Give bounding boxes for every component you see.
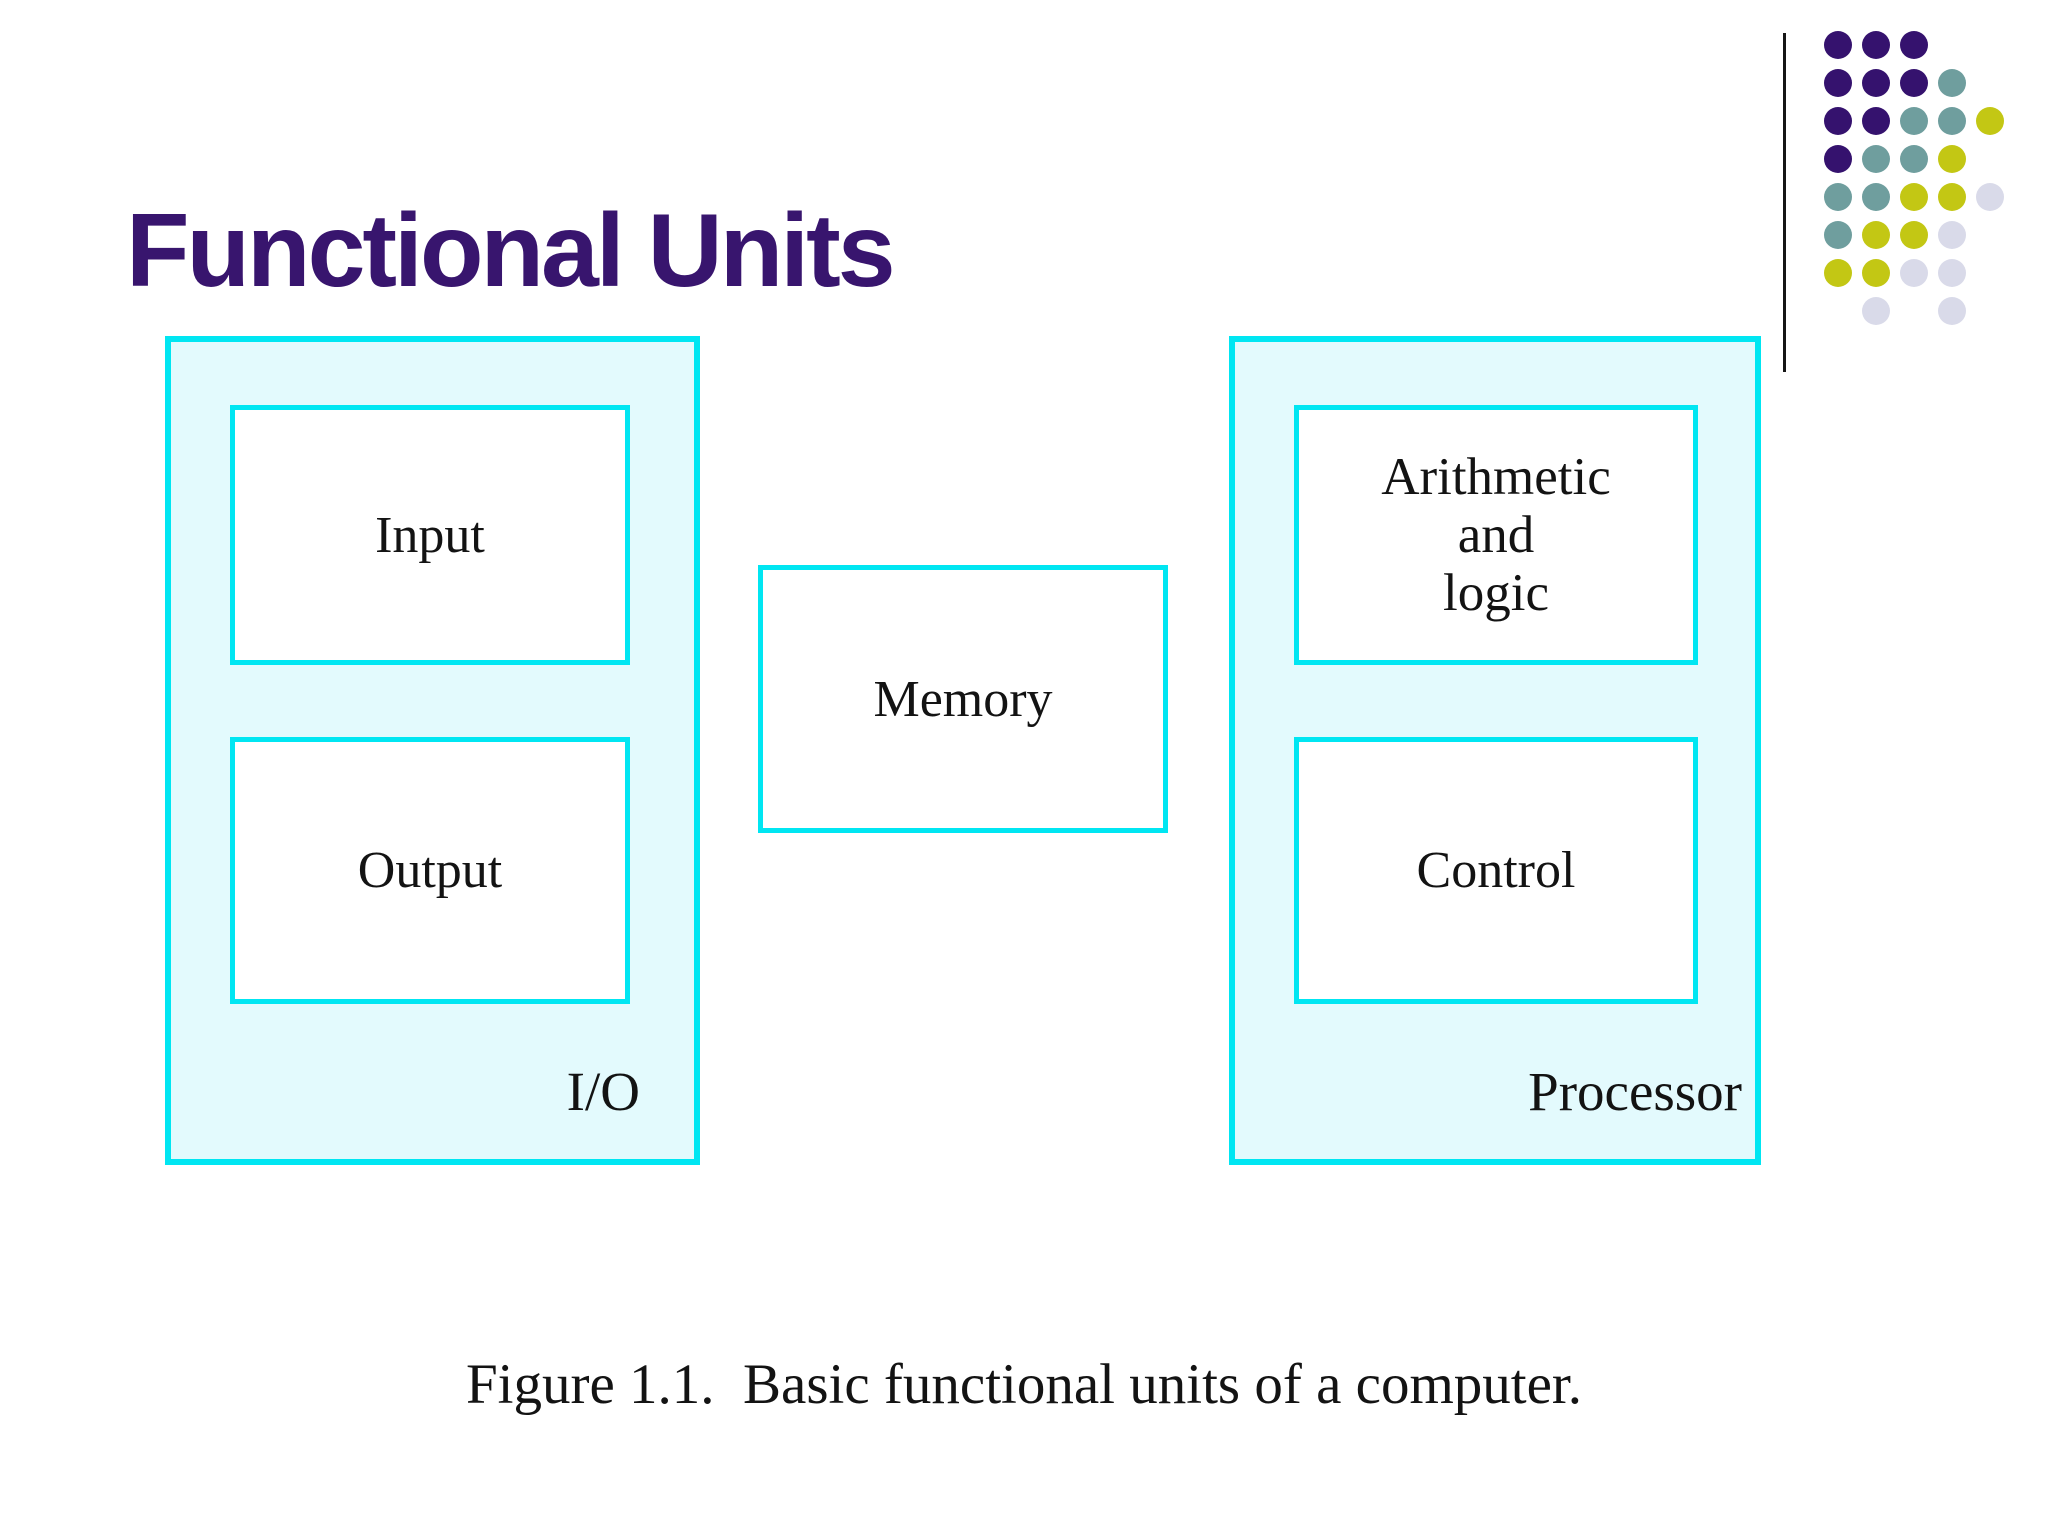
decor-dot bbox=[1862, 145, 1890, 173]
decor-dot bbox=[1938, 107, 1966, 135]
decor-dot bbox=[1900, 107, 1928, 135]
decor-dot bbox=[1900, 69, 1928, 97]
decor-dot bbox=[1938, 69, 1966, 97]
io-unit-label: I/O bbox=[566, 1061, 640, 1122]
decor-dot bbox=[1862, 31, 1890, 59]
decor-dot bbox=[1900, 221, 1928, 249]
decor-dot bbox=[1862, 221, 1890, 249]
decor-dot bbox=[1862, 107, 1890, 135]
decor-dot bbox=[1824, 259, 1852, 287]
decor-dot bbox=[1824, 145, 1852, 173]
decor-dot bbox=[1938, 145, 1966, 173]
control-box: Control bbox=[1294, 737, 1698, 1004]
decor-dot bbox=[1824, 69, 1852, 97]
decor-dot bbox=[1900, 259, 1928, 287]
decor-dot bbox=[1824, 183, 1852, 211]
figure-caption: Figure 1.1. Basic functional units of a … bbox=[465, 1353, 1583, 1416]
decor-dot bbox=[1976, 107, 2004, 135]
decor-dot bbox=[1862, 297, 1890, 325]
decor-dot bbox=[1938, 259, 1966, 287]
decor-dot bbox=[1824, 221, 1852, 249]
decor-dot bbox=[1900, 145, 1928, 173]
output-box: Output bbox=[230, 737, 630, 1004]
decor-dot bbox=[1976, 183, 2004, 211]
decor-dot bbox=[1862, 259, 1890, 287]
decor-vertical-line bbox=[1783, 33, 1786, 372]
input-box: Input bbox=[230, 405, 630, 665]
decor-dot bbox=[1900, 183, 1928, 211]
decor-dot bbox=[1938, 221, 1966, 249]
page-title: Functional Units bbox=[126, 193, 896, 309]
decor-dot bbox=[1900, 31, 1928, 59]
decor-dot bbox=[1862, 69, 1890, 97]
decor-dot bbox=[1862, 183, 1890, 211]
decor-dot bbox=[1824, 107, 1852, 135]
decor-dot bbox=[1824, 31, 1852, 59]
memory-box: Memory bbox=[758, 565, 1168, 833]
decor-dot bbox=[1938, 297, 1966, 325]
processor-unit-label: Processor bbox=[1528, 1061, 1742, 1122]
arithmetic-logic-box: Arithmetic and logic bbox=[1294, 405, 1698, 665]
decor-dot bbox=[1938, 183, 1966, 211]
